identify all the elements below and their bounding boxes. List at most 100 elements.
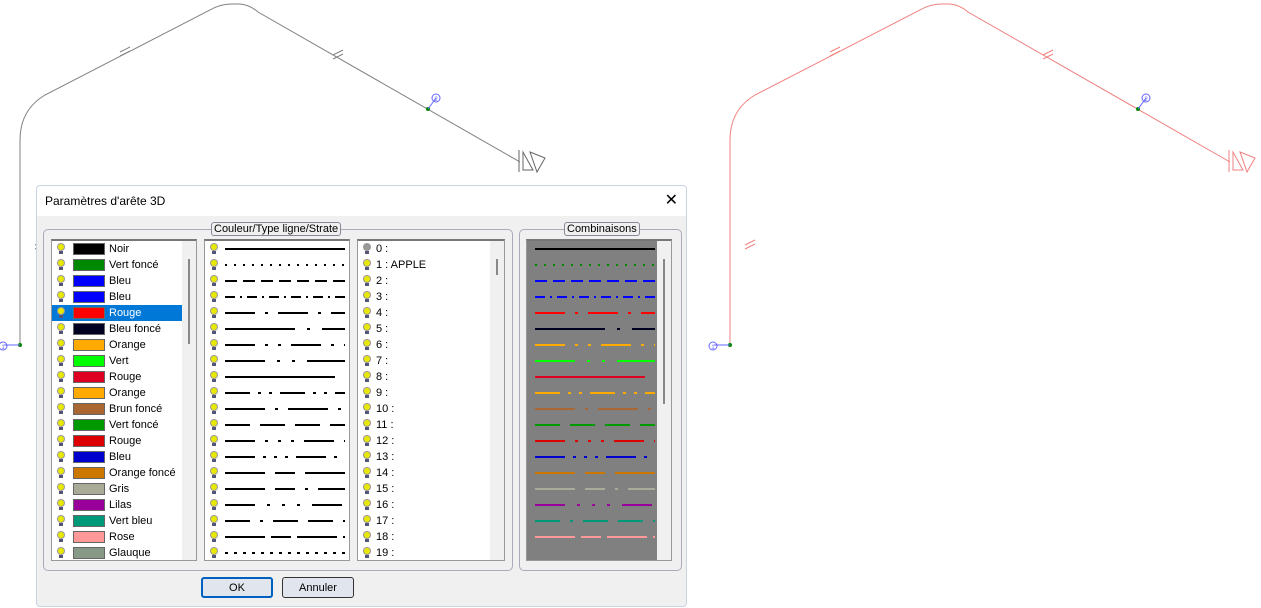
lightbulb-icon[interactable]	[56, 483, 66, 495]
combination-item[interactable]	[527, 321, 671, 337]
scrollbar[interactable]	[490, 241, 504, 560]
combination-item[interactable]	[527, 465, 671, 481]
lightbulb-icon[interactable]	[362, 403, 372, 415]
strata-item[interactable]: 17 :	[358, 513, 504, 529]
color-item[interactable]: Glauque	[52, 545, 182, 560]
lightbulb-icon[interactable]	[362, 467, 372, 479]
lightbulb-icon[interactable]	[209, 419, 219, 431]
linetype-list[interactable]	[204, 239, 350, 561]
lightbulb-icon[interactable]	[56, 403, 66, 415]
lightbulb-icon[interactable]	[209, 531, 219, 543]
combination-item[interactable]	[527, 513, 671, 529]
scrollbar[interactable]	[657, 241, 671, 560]
combination-item[interactable]	[527, 369, 671, 385]
strata-item[interactable]: 12 :	[358, 433, 504, 449]
lightbulb-icon[interactable]	[56, 531, 66, 543]
linetype-item[interactable]	[205, 337, 349, 353]
lightbulb-icon[interactable]	[56, 275, 66, 287]
linetype-item[interactable]	[205, 385, 349, 401]
combination-item[interactable]	[527, 385, 671, 401]
strata-item[interactable]: 8 :	[358, 369, 504, 385]
linetype-item[interactable]	[205, 465, 349, 481]
strata-item[interactable]: 1 : APPLE	[358, 257, 504, 273]
lightbulb-icon[interactable]	[362, 323, 372, 335]
lightbulb-icon[interactable]	[362, 387, 372, 399]
lightbulb-icon[interactable]	[209, 451, 219, 463]
strata-item[interactable]: 5 :	[358, 321, 504, 337]
lightbulb-icon[interactable]	[209, 355, 219, 367]
linetype-item[interactable]	[205, 497, 349, 513]
strata-item[interactable]: 15 :	[358, 481, 504, 497]
combination-item[interactable]	[527, 497, 671, 513]
linetype-item[interactable]	[205, 449, 349, 465]
strata-item[interactable]: 18 :	[358, 529, 504, 545]
combination-item[interactable]	[527, 433, 671, 449]
color-item[interactable]: Bleu	[52, 273, 182, 289]
strata-item[interactable]: 2 :	[358, 273, 504, 289]
lightbulb-icon[interactable]	[56, 547, 66, 559]
linetype-item[interactable]	[205, 433, 349, 449]
color-item[interactable]: Lilas	[52, 497, 182, 513]
lightbulb-icon[interactable]	[209, 435, 219, 447]
lightbulb-icon[interactable]	[56, 307, 66, 319]
strata-item[interactable]: 14 :	[358, 465, 504, 481]
color-item[interactable]: Orange	[52, 337, 182, 353]
lightbulb-icon[interactable]	[56, 387, 66, 399]
strata-item[interactable]: 9 :	[358, 385, 504, 401]
lightbulb-icon[interactable]	[56, 467, 66, 479]
cancel-button[interactable]: Annuler	[282, 577, 354, 598]
lightbulb-icon[interactable]	[209, 387, 219, 399]
color-item[interactable]: Vert bleu	[52, 513, 182, 529]
strata-item[interactable]: 6 :	[358, 337, 504, 353]
lightbulb-icon[interactable]	[209, 467, 219, 479]
lightbulb-icon[interactable]	[209, 339, 219, 351]
lightbulb-icon[interactable]	[209, 291, 219, 303]
lightbulb-icon[interactable]	[209, 403, 219, 415]
linetype-item[interactable]	[205, 353, 349, 369]
strata-item[interactable]: 16 :	[358, 497, 504, 513]
color-item[interactable]: Brun foncé	[52, 401, 182, 417]
lightbulb-icon[interactable]	[362, 435, 372, 447]
linetype-item[interactable]	[205, 513, 349, 529]
lightbulb-icon[interactable]	[362, 371, 372, 383]
color-item[interactable]: Gris	[52, 481, 182, 497]
lightbulb-icon[interactable]	[209, 547, 219, 559]
color-item[interactable]: Noir	[52, 241, 182, 257]
lightbulb-icon[interactable]	[209, 499, 219, 511]
lightbulb-icon[interactable]	[362, 483, 372, 495]
combination-item[interactable]	[527, 257, 671, 273]
lightbulb-icon[interactable]	[56, 515, 66, 527]
color-item[interactable]: Bleu foncé	[52, 321, 182, 337]
lightbulb-icon[interactable]	[362, 243, 372, 255]
color-item[interactable]: Bleu	[52, 289, 182, 305]
lightbulb-icon[interactable]	[56, 339, 66, 351]
strata-item[interactable]: 7 :	[358, 353, 504, 369]
lightbulb-icon[interactable]	[362, 547, 372, 559]
lightbulb-icon[interactable]	[209, 307, 219, 319]
combination-item[interactable]	[527, 241, 671, 257]
lightbulb-icon[interactable]	[56, 371, 66, 383]
lightbulb-icon[interactable]	[362, 499, 372, 511]
color-item[interactable]: Vert	[52, 353, 182, 369]
lightbulb-icon[interactable]	[56, 243, 66, 255]
linetype-item[interactable]	[205, 289, 349, 305]
linetype-item[interactable]	[205, 305, 349, 321]
color-item[interactable]: Rose	[52, 529, 182, 545]
linetype-item[interactable]	[205, 369, 349, 385]
color-item[interactable]: Rouge	[52, 305, 182, 321]
lightbulb-icon[interactable]	[209, 515, 219, 527]
lightbulb-icon[interactable]	[209, 371, 219, 383]
combination-item[interactable]	[527, 529, 671, 545]
linetype-item[interactable]	[205, 417, 349, 433]
linetype-item[interactable]	[205, 257, 349, 273]
combination-item[interactable]	[527, 289, 671, 305]
combinations-list[interactable]	[526, 239, 672, 561]
lightbulb-icon[interactable]	[209, 259, 219, 271]
color-item[interactable]: Orange	[52, 385, 182, 401]
combination-item[interactable]	[527, 449, 671, 465]
strata-item[interactable]: 0 :	[358, 241, 504, 257]
lightbulb-icon[interactable]	[56, 499, 66, 511]
combination-item[interactable]	[527, 481, 671, 497]
color-item[interactable]: Bleu	[52, 449, 182, 465]
